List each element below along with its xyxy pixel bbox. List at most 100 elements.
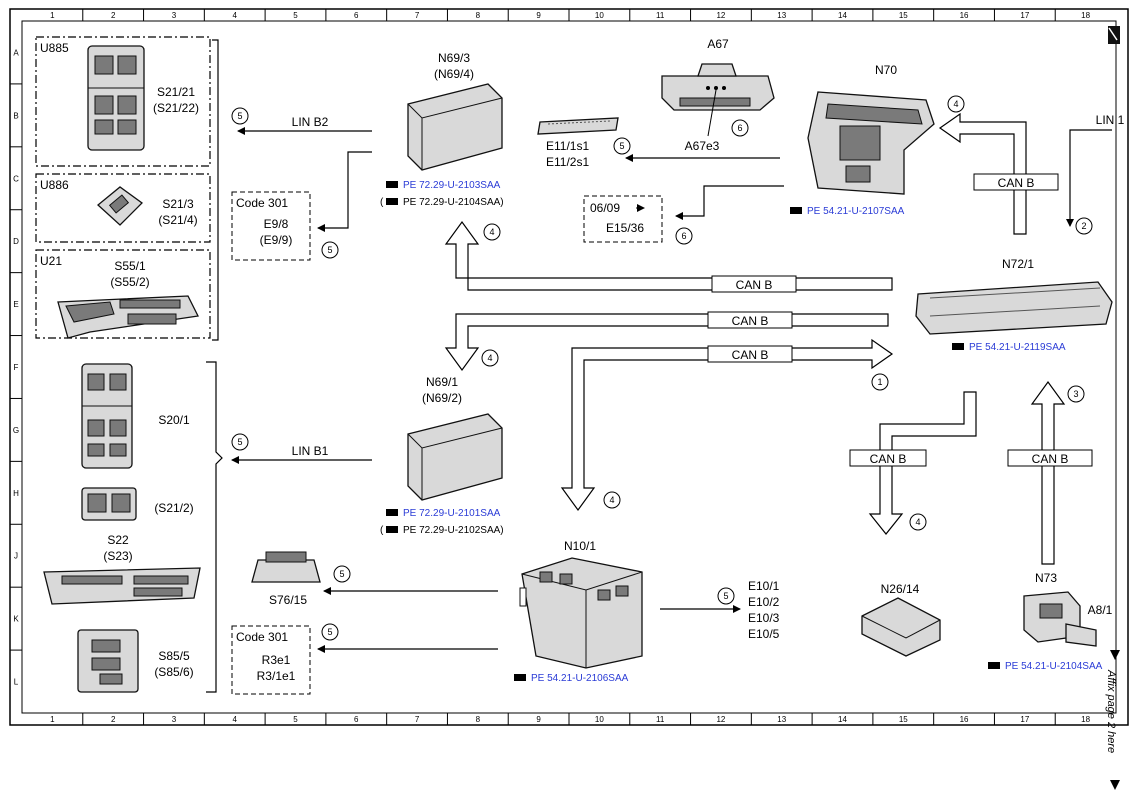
grid-col-6: 6 (354, 715, 359, 724)
label-code301-a: Code 301 (236, 196, 288, 210)
grid-col-15: 15 (899, 11, 908, 20)
grid-row-D: D (13, 237, 19, 246)
callout-c4b: 4 (481, 349, 499, 367)
can-bus-1: CAN B (444, 220, 893, 293)
svg-text:2: 2 (1081, 221, 1086, 231)
label-lin-1: LIN 1 (1096, 113, 1125, 127)
group-u886: U886 S21/3 (S21/4) (35, 173, 211, 243)
svg-text:5: 5 (723, 591, 728, 601)
grid-row-E: E (13, 300, 18, 309)
label-s76-15: S76/15 (269, 593, 307, 607)
callout-c4e: 4 (909, 513, 927, 531)
line-to-e9-8 (317, 151, 372, 232)
label-u886: U886 (40, 178, 69, 192)
label-can-b-2: CAN B (732, 314, 769, 328)
label-n69-1: N69/1 (426, 375, 458, 389)
label-e10-2: E10/2 (748, 595, 780, 609)
label-s21-21: S21/21 (157, 85, 195, 99)
group-u21: U21 S55/1 (S55/2) (35, 249, 211, 339)
ref-pe-2107: PE 54.21-U-2107SAA (807, 206, 905, 217)
grid-col-12: 12 (716, 11, 725, 20)
ref-pe-2106: PE 54.21-U-2106SAA (531, 673, 629, 684)
callout-c5f: 5 (613, 137, 631, 155)
svg-text:4: 4 (487, 353, 492, 363)
switch-s21-3-image (97, 186, 143, 226)
page-corner-icon (1108, 26, 1120, 44)
ref-n73: PE 54.21-U-2104SAA (988, 661, 1103, 672)
label-e10-1: E10/1 (748, 579, 780, 593)
callout-c5b: 5 (321, 241, 339, 259)
ref-pe-2119: PE 54.21-U-2119SAA (969, 342, 1066, 353)
switch-s55-1-image (57, 295, 199, 339)
can-bus-3: CAN B (560, 338, 894, 512)
grid-col-4: 4 (232, 11, 237, 20)
group-u885: U885 S21/21 (S21/22) (35, 36, 211, 167)
grid-col-16: 16 (960, 11, 969, 20)
callout-c1: 1 (871, 373, 889, 391)
can-bus-2: CAN B (444, 311, 889, 372)
module-n69-1: N69/1 (N69/2) (407, 375, 503, 501)
label-n73: N73 (1035, 571, 1057, 585)
component-n70: N70 (807, 63, 935, 195)
callout-c4a: 4 (483, 223, 501, 241)
ref-n69-3: PE 72.29-U-2103SAA ( PE 72.29-U-2104SAA) (380, 180, 504, 208)
label-lin-b2: LIN B2 (292, 115, 329, 129)
label-e15-36: E15/36 (606, 221, 644, 235)
switch-s20-1: S20/1 (81, 363, 190, 469)
grid-row-G: G (13, 426, 19, 435)
callout-c2: 2 (1075, 217, 1093, 235)
ref-n10-1: PE 54.21-U-2106SAA (514, 673, 629, 684)
component-n26-14: N26/14 (861, 582, 941, 657)
component-s76-15: S76/15 (251, 551, 321, 607)
label-s22: S22 (107, 533, 129, 547)
grid-col-3: 3 (172, 11, 177, 20)
component-e11-1s1: E11/1s1 E11/2s1 (537, 117, 619, 169)
grid-col-1: 1 (50, 11, 55, 20)
grid-col-16: 16 (960, 715, 969, 724)
label-lin-b1: LIN B1 (292, 444, 329, 458)
side-note: Affix page 2 here (1105, 650, 1120, 790)
grid-row-A: A (13, 48, 19, 57)
line-to-e15-36 (675, 185, 784, 220)
label-s55-1: S55/1 (114, 259, 146, 273)
label-r3-1e1: R3/1e1 (257, 669, 296, 683)
grid-col-10: 10 (595, 715, 604, 724)
code301-r3e1-box: Code 301 R3e1 R3/1e1 (231, 625, 311, 695)
grid-col-9: 9 (536, 11, 541, 20)
switch-s85-5: S85/5 (S85/6) (77, 629, 194, 693)
label-e11-2s1: E11/2s1 (546, 155, 589, 169)
grid-col-13: 13 (777, 715, 786, 724)
label-s85-5: S85/5 (158, 649, 190, 663)
module-n10-1: N10/1 (519, 539, 643, 669)
label-can-b-6: CAN B (1032, 452, 1069, 466)
component-e15-36-box: 06/09 E15/36 (583, 195, 663, 243)
label-n69-2: (N69/2) (422, 391, 462, 405)
grid-row-C: C (13, 174, 19, 183)
component-n72-1: N72/1 (915, 257, 1113, 335)
label-n26-14: N26/14 (881, 582, 920, 596)
ref-pe-2103: PE 72.29-U-2103SAA (403, 180, 501, 191)
svg-text:4: 4 (489, 227, 494, 237)
svg-text:5: 5 (619, 141, 624, 151)
switch-s22: S22 (S23) (43, 533, 201, 605)
grid-col-5: 5 (293, 11, 298, 20)
label-e10-5: E10/5 (748, 627, 780, 641)
can-bus-5: CAN B (849, 391, 977, 535)
switch-s21-21-image (87, 45, 145, 151)
grid-col-11: 11 (656, 715, 665, 724)
label-s21-3: S21/3 (162, 197, 194, 211)
grid-col-18: 18 (1081, 715, 1090, 724)
label-can-b-3: CAN B (732, 348, 769, 362)
grid-col-7: 7 (415, 715, 420, 724)
component-a67: A67 A67e3 (661, 37, 775, 153)
grid-row-L: L (14, 678, 19, 687)
label-e10-3: E10/3 (748, 611, 780, 625)
label-a67e3: A67e3 (685, 139, 720, 153)
grid-col-10: 10 (595, 11, 604, 20)
grid-col-17: 17 (1020, 11, 1029, 20)
grid-col-6: 6 (354, 11, 359, 20)
grid-col-18: 18 (1081, 11, 1090, 20)
svg-text:6: 6 (737, 123, 742, 133)
